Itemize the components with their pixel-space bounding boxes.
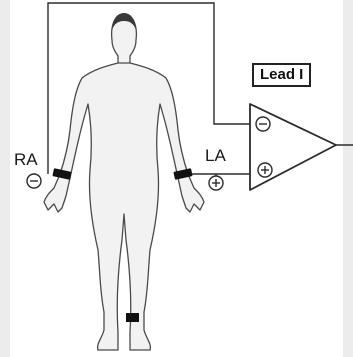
amplifier-plus-input-icon [258, 163, 272, 177]
left-arm-label: LA [205, 147, 226, 164]
human-figure [44, 14, 204, 350]
ra-minus-marker-icon [27, 174, 41, 188]
lead-label: Lead I [252, 63, 311, 87]
la-plus-marker-icon [209, 176, 223, 190]
right-arm-label: RA [14, 151, 38, 168]
figure-body [44, 63, 204, 350]
amplifier-minus-input-icon [256, 117, 270, 131]
ankle-electrode [126, 313, 139, 322]
